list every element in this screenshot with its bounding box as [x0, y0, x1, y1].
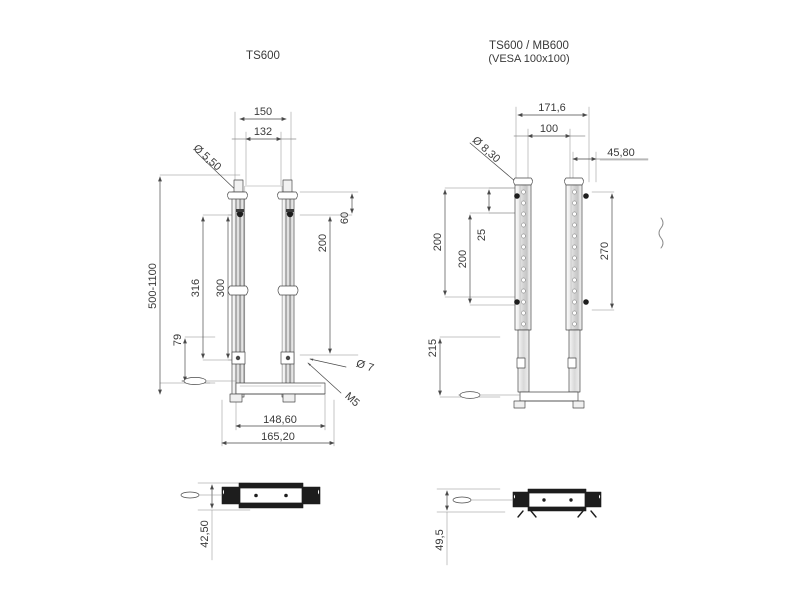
- label-dim-200-inner: 200: [457, 250, 469, 268]
- title-right-line1: TS600 / MB600: [489, 40, 569, 52]
- bottom-left-pull-handle: [180, 491, 223, 499]
- title-left: TS600: [246, 50, 280, 62]
- label-hole-550: Ø 5,50: [191, 142, 224, 173]
- title-right-line2: (VESA 100x100): [488, 53, 569, 65]
- label-dim-200-left: 200: [317, 234, 329, 252]
- label-dim-148-60: 148,60: [263, 414, 297, 426]
- label-dim-200-outer: 200: [432, 233, 444, 251]
- label-dim-215: 215: [427, 339, 439, 357]
- label-dim-49-5: 49,5: [434, 529, 446, 550]
- right-main-body: [458, 177, 664, 409]
- label-dim-300: 300: [215, 279, 227, 297]
- label-dim-316: 316: [190, 279, 202, 297]
- label-hole-7: Ø 7: [355, 358, 376, 375]
- bottom-right-pull-handle: [452, 496, 514, 504]
- label-dim-25: 25: [476, 229, 488, 241]
- label-dim-45-80: 45,80: [607, 147, 635, 159]
- break-line-symbol: [658, 217, 664, 249]
- label-dim-132: 132: [254, 126, 272, 138]
- label-dim-79: 79: [172, 334, 184, 346]
- label-dim-60: 60: [339, 212, 351, 224]
- release-pull-handle-right: [458, 391, 521, 399]
- label-dim-100: 100: [540, 123, 558, 135]
- leader-thread-m5: [307, 362, 342, 394]
- label-dim-42-50: 42,50: [199, 520, 211, 548]
- leader-hole-7: [309, 358, 347, 368]
- bottom-left-view-group: [180, 482, 321, 561]
- bottom-right-view-group: [436, 488, 602, 566]
- label-dim-165-20: 165,20: [261, 431, 295, 443]
- release-pull-handle-left: [181, 377, 237, 385]
- label-dim-171-6: 171,6: [538, 102, 566, 114]
- label-thread-m5: M5: [342, 390, 361, 409]
- label-dim-150: 150: [254, 106, 272, 118]
- label-dim-500-1100: 500-1100: [147, 263, 159, 309]
- label-dim-270: 270: [599, 242, 611, 260]
- vesa-hole-pattern: [521, 189, 577, 327]
- label-hole-830: Ø 8,30: [470, 134, 503, 165]
- right-view-group: [438, 106, 664, 409]
- left-view-group: [158, 111, 359, 447]
- leader-hole-830: [469, 142, 523, 188]
- left-main-body: [181, 179, 326, 403]
